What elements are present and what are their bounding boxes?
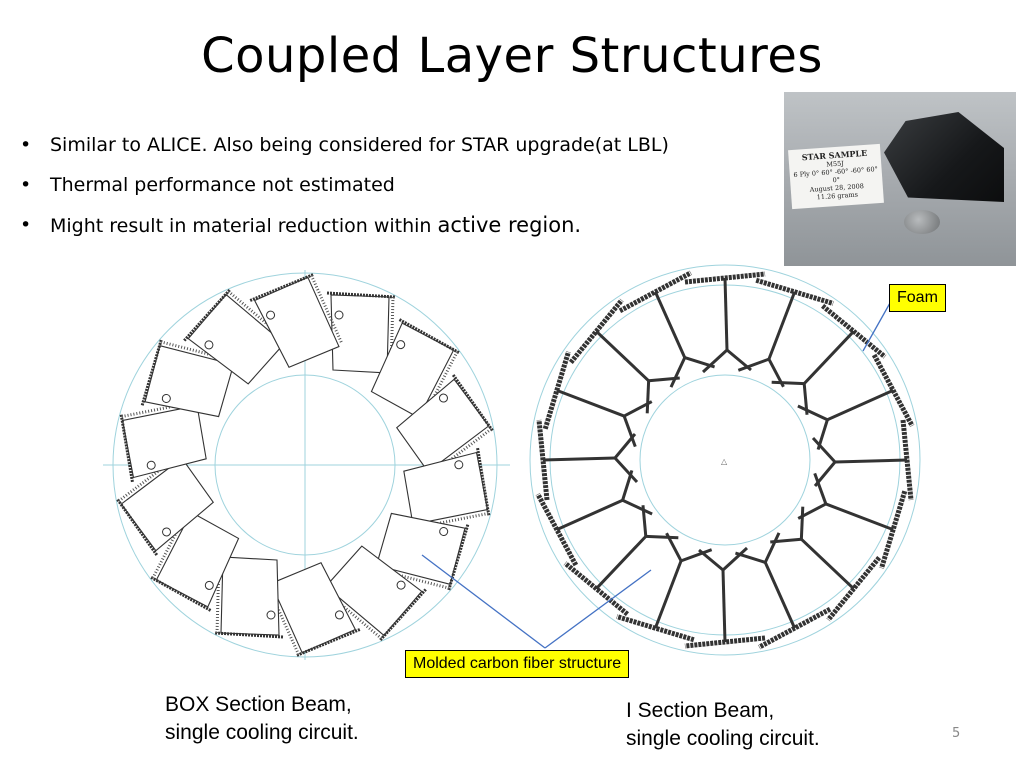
sample-label-card: STAR SAMPLE M55J 6 Ply 0° 60° -60° -60° …: [788, 143, 884, 210]
i-caption-line2: single cooling circuit.: [626, 727, 820, 750]
callout-arrows: [421, 302, 891, 649]
i-beam: [684, 271, 766, 374]
center-mark-icon: △: [721, 457, 728, 466]
bullet-text: Similar to ALICE. Also being considered …: [50, 134, 669, 156]
box-beam: [249, 273, 343, 368]
i-section-ring: △: [529, 264, 921, 656]
i-beam: [536, 419, 639, 501]
i-guide-circle: [529, 264, 921, 656]
arrow-to-box-beam: [421, 554, 546, 649]
carbon-beam-sample: [884, 112, 1004, 202]
page-number: 5: [952, 726, 961, 741]
i-guide-circle-inner: [639, 374, 811, 546]
i-beam: [616, 532, 713, 643]
bullet-item: • Thermal performance not estimated: [20, 165, 780, 205]
foam-callout: Foam: [889, 284, 946, 312]
bullet-marker: •: [20, 174, 32, 196]
box-beam: [375, 512, 470, 591]
bullet-text-emphasis: active region.: [437, 213, 582, 237]
bullet-item: • Similar to ALICE. Also being considere…: [20, 125, 780, 165]
box-beam-caption: BOX Section Beam, single cooling circuit…: [165, 691, 359, 747]
i-beam: [535, 469, 653, 567]
coin-icon: [904, 210, 940, 234]
i-beam: [684, 546, 766, 649]
box-caption-line2: single cooling circuit.: [165, 721, 359, 744]
beam-cross-section-diagram: △: [103, 264, 921, 660]
arrow-to-i-beam: [544, 569, 652, 649]
i-beam: [734, 532, 832, 650]
bullet-marker: •: [20, 134, 32, 156]
i-caption-line1: I Section Beam,: [626, 699, 775, 722]
bullet-item: • Might result in material reduction wit…: [20, 205, 780, 246]
slide-title: Coupled Layer Structures: [201, 28, 823, 84]
i-beam: [563, 505, 679, 617]
arrow-to-foam: [862, 302, 891, 352]
i-beam: [811, 419, 914, 501]
i-beam: [618, 270, 716, 388]
box-section-ring: [103, 270, 510, 660]
star-sample-photo: STAR SAMPLE M55J 6 Ply 0° 60° -60° -60° …: [784, 92, 1016, 266]
bullet-text: Might result in material reduction withi…: [50, 215, 438, 237]
bullet-text: Thermal performance not estimated: [50, 174, 395, 196]
i-beam: [568, 298, 680, 414]
i-beam: [770, 506, 882, 622]
i-beam-caption: I Section Beam, single cooling circuit.: [626, 697, 820, 753]
molded-carbon-callout: Molded carbon fiber structure: [405, 650, 630, 678]
i-beam: [771, 303, 887, 415]
bullet-list: • Similar to ALICE. Also being considere…: [20, 125, 780, 246]
bullet-marker: •: [20, 214, 32, 236]
box-caption-line1: BOX Section Beam,: [165, 693, 352, 716]
i-beam: [737, 277, 834, 388]
